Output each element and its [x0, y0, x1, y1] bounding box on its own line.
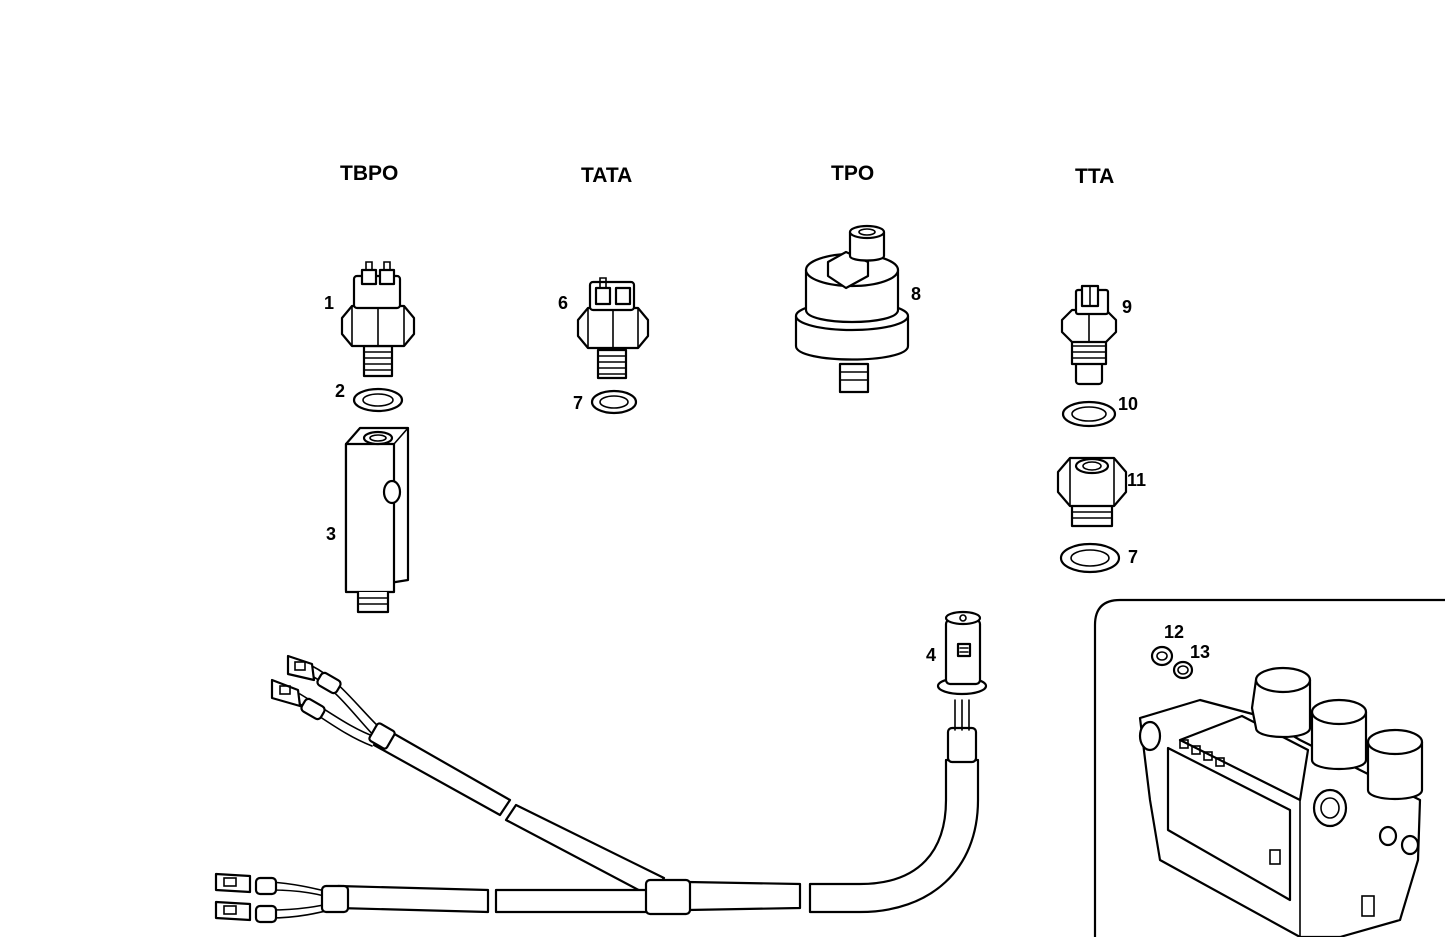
sealing-washer-part-7-upper	[590, 389, 638, 415]
pressure-switch-part-1	[340, 261, 416, 378]
sealing-washer-part-2	[352, 387, 404, 413]
callout-10: 10	[1118, 394, 1138, 414]
callout-6: 6	[558, 293, 568, 313]
callout-13: 13	[1190, 642, 1210, 662]
inset-frame	[1093, 598, 1445, 937]
callout-9: 9	[1122, 297, 1132, 317]
callout-12: 12	[1164, 622, 1184, 642]
pressure-switch-part-6	[576, 277, 650, 380]
valve-block-assembly	[1138, 666, 1424, 937]
group-label-tpo: TPO	[831, 162, 874, 185]
temperature-sender-part-9	[1060, 284, 1118, 386]
group-label-tta: TTA	[1075, 165, 1114, 188]
callout-2: 2	[335, 381, 345, 401]
adapter-block-part-3	[344, 426, 410, 614]
callout-8: 8	[911, 284, 921, 304]
plug-part-12	[1150, 645, 1174, 667]
group-label-tata: TATA	[581, 164, 632, 187]
pressure-transmitter-part-8	[794, 224, 910, 394]
callout-11: 11	[1127, 470, 1146, 490]
callout-4: 4	[926, 645, 936, 665]
callout-1: 1	[324, 293, 334, 313]
callout-3: 3	[326, 524, 336, 544]
reducer-fitting-part-11	[1056, 456, 1128, 528]
sealing-washer-part-10	[1061, 400, 1117, 428]
group-label-tbpo: TBPO	[340, 162, 398, 185]
o-ring-part-13	[1172, 660, 1194, 680]
callout-7-lower: 7	[1128, 547, 1138, 567]
callout-7-upper: 7	[573, 393, 583, 413]
sealing-washer-part-7-lower	[1059, 542, 1121, 574]
wiring-harness-part-4	[214, 610, 988, 924]
